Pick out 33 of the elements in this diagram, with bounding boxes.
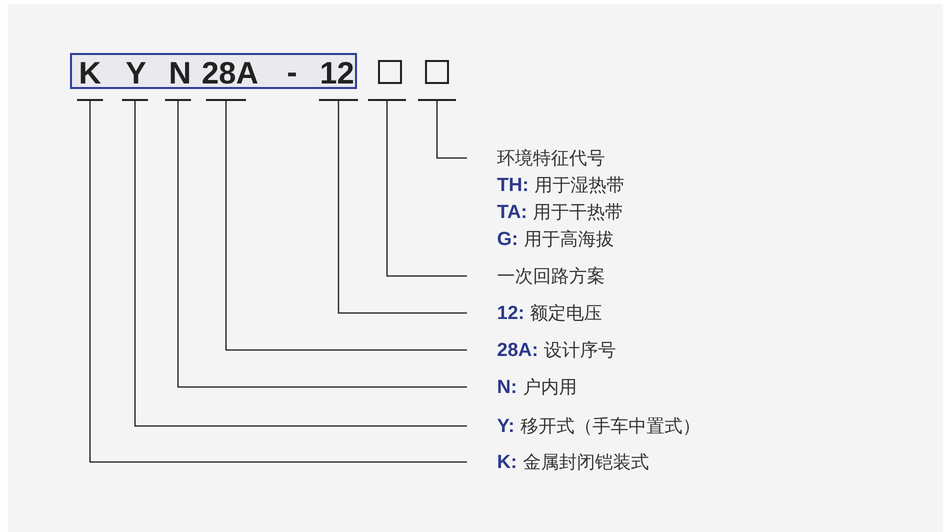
description-text: G: 用于高海拔 [497, 228, 615, 252]
underline-bar [122, 99, 148, 101]
code-letter: Y [126, 58, 146, 88]
leader-line [338, 101, 467, 314]
underline-bar [319, 99, 358, 101]
description-text: K: 金属封闭铠装式 [497, 450, 650, 474]
model-code-box [70, 53, 357, 89]
description-text: N: 户内用 [497, 376, 578, 400]
leader-line [177, 101, 467, 388]
code-number: 28A [202, 58, 258, 88]
leader-line [225, 101, 467, 351]
code-separator: - [286, 56, 298, 88]
description-text: 28A: 设计序号 [497, 338, 617, 362]
heading-text: 环境特征代号 [497, 146, 606, 170]
empty-square [378, 60, 402, 84]
description-text: TH: 用于湿热带 [497, 174, 626, 198]
description-text: 12: 额定电压 [497, 302, 604, 326]
underline-bar [165, 99, 191, 101]
empty-square [425, 60, 449, 84]
underline-bar [206, 99, 246, 101]
code-number: 12 [320, 58, 354, 88]
code-letter: N [168, 58, 192, 88]
underline-bar [77, 99, 103, 101]
leader-line [134, 101, 467, 427]
description-text: 一次回路方案 [497, 264, 606, 288]
leader-line [386, 101, 467, 277]
underline-bar [418, 99, 456, 101]
code-letter: K [78, 58, 102, 88]
description-text: TA: 用于干热带 [497, 200, 624, 224]
description-text: Y: 移开式（手车中置式） [497, 414, 702, 438]
leader-line [89, 101, 467, 463]
leader-line [436, 101, 467, 159]
underline-bar [368, 99, 406, 101]
